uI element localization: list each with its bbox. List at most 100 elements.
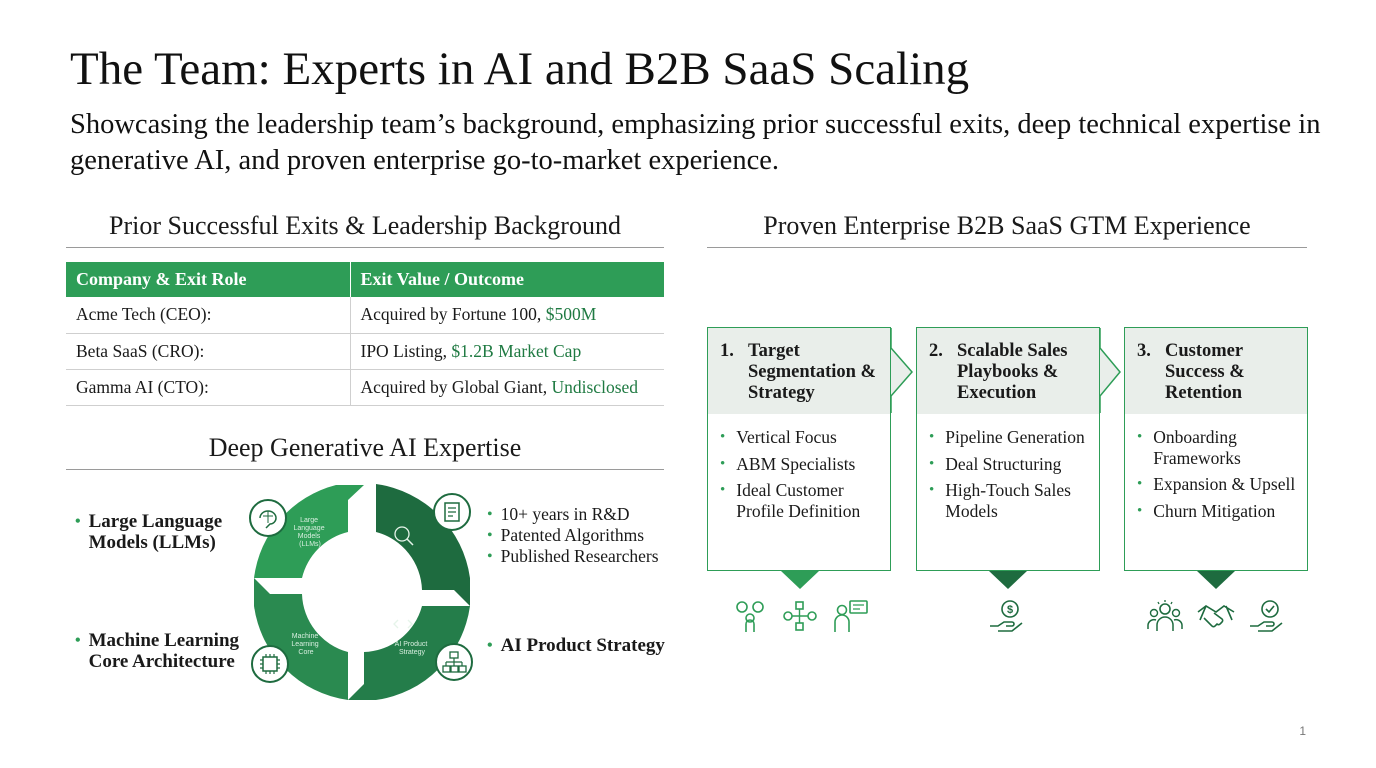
table-row: Gamma AI (CTO): Acquired by Global Giant… (66, 369, 664, 406)
gtm-stage-customer-success: 3. Customer Success & Retention • Onboard… (1124, 327, 1308, 571)
ai-chip-icon (251, 645, 289, 683)
down-pointer-3 (1197, 571, 1235, 589)
stage-title: Target Segmentation & Strategy (748, 341, 876, 403)
outcome-cell: Acquired by Global Giant, Undisclosed (350, 369, 664, 406)
list-item: • Patented Algorithms (487, 525, 687, 546)
presenter-icon (834, 600, 868, 632)
network-search-icon (394, 526, 414, 546)
stage-item-text: Ideal Customer Profile Definition (736, 480, 861, 521)
bullet-dot: • (1137, 429, 1143, 445)
bullet-dot: • (929, 482, 935, 498)
stage-header: 3. Customer Success & Retention (1125, 328, 1307, 414)
cycle-segment-bottom-right (348, 606, 470, 700)
cycle-segment-bottom-left (254, 578, 348, 700)
gtm-stage-sales-playbooks: 2. Scalable Sales Playbooks & Execution … (916, 327, 1100, 571)
bullet-dot: • (929, 455, 935, 472)
bullet-dot: • (75, 632, 81, 649)
company-cell: Beta SaaS (CRO): (66, 333, 351, 370)
table-row: Beta SaaS (CRO): IPO Listing, $1.2B Mark… (66, 333, 664, 370)
rd-points-list: • 10+ years in R&D • Patented Algorithms •… (487, 504, 687, 567)
bullet-dot: • (1137, 476, 1143, 492)
money-hand-icon: $ (990, 600, 1023, 632)
product-strategy-label: AI Product Strategy (500, 635, 665, 656)
outcome-highlight: $1.2B Market Cap (451, 340, 582, 361)
stage-item-text: Vertical Focus (736, 427, 837, 447)
outcome-text: Acquired by Fortune 100, (360, 304, 546, 325)
outcome-cell: IPO Listing, $1.2B Market Cap (350, 333, 664, 370)
bullet-dot: • (720, 429, 726, 445)
bullet-dot: • (1137, 502, 1143, 519)
outcome-cell: Acquired by Fortune 100, $500M (350, 297, 664, 334)
svg-text:$: $ (1007, 604, 1013, 616)
hierarchy-icon (435, 643, 473, 681)
rd-point-text: Published Researchers (500, 546, 659, 566)
column-header-outcome: Exit Value / Outcome (350, 262, 664, 297)
list-item: •High-Touch Sales Models (929, 480, 1091, 521)
outcome-text: Acquired by Global Giant, (360, 376, 552, 397)
outcome-highlight: Undisclosed (551, 376, 639, 397)
workflow-icon (783, 601, 817, 631)
arrow-right-2 (1099, 328, 1121, 413)
table-row: Acme Tech (CEO): Acquired by Fortune 100… (66, 297, 664, 334)
stage-item-text: Onboarding Frameworks (1153, 427, 1241, 468)
list-item: • Onboarding Frameworks (1137, 427, 1299, 468)
bullet-dot: • (487, 527, 493, 544)
stage-title: Scalable Sales Playbooks & Execution (957, 341, 1068, 403)
page-title: The Team: Experts in AI and B2B SaaS Sca… (70, 43, 970, 95)
exits-table: Company & Exit Role Exit Value / Outcome… (66, 262, 664, 406)
company-cell: Acme Tech (CEO): (66, 297, 351, 334)
llm-bullet: • Large Language Models (LLMs) (75, 511, 255, 553)
cycle-segment-top-left (254, 485, 364, 578)
stage-item-text: Deal Structuring (945, 453, 1062, 474)
stage-items: • Vertical Focus •ABM Specialists • Ideal … (708, 414, 890, 521)
stage-title: Customer Success & Retention (1165, 341, 1245, 403)
rd-point-text: 10+ years in R&D (500, 504, 630, 524)
ml-label: Machine Learning Core Architecture (88, 630, 240, 672)
exits-heading: Prior Successful Exits & Leadership Back… (66, 211, 664, 248)
bullet-dot: • (487, 637, 493, 654)
list-item: • 10+ years in R&D (487, 504, 687, 525)
list-item: • Expansion & Upsell (1137, 474, 1299, 495)
cycle-segment-top-right (376, 484, 470, 606)
brain-icon (249, 499, 287, 537)
rd-point-text: Patented Algorithms (500, 525, 645, 545)
segment-label-llm: Large Language Models (LLMs) (293, 517, 326, 548)
page-number: 1 (1299, 724, 1306, 738)
ai-heading: Deep Generative AI Expertise (66, 433, 664, 470)
llm-label: Large Language Models (LLMs) (88, 511, 223, 553)
page-subtitle: Showcasing the leadership team’s backgro… (70, 109, 1321, 176)
bullet-dot: • (720, 455, 726, 472)
team-icon (1147, 600, 1183, 631)
list-item: •Churn Mitigation (1137, 501, 1299, 522)
target-audience-icon (736, 601, 764, 632)
gtm-heading: Proven Enterprise B2B SaaS GTM Experienc… (707, 211, 1307, 248)
segment-label-product-strategy: AI Product Strategy (395, 641, 430, 656)
outcome-text: IPO Listing, (360, 340, 452, 361)
gtm-connectors (781, 328, 1235, 589)
stage-number: 1. (720, 341, 734, 361)
list-item: •ABM Specialists (720, 454, 882, 475)
outcome-highlight: $500M (545, 304, 597, 325)
bullet-dot: • (929, 429, 935, 445)
code-icon (393, 619, 413, 629)
stage-number: 3. (1137, 341, 1151, 361)
gtm-stage-target-segmentation: 1. Target Segmentation & Strategy • Verti… (707, 327, 891, 571)
bullet-dot: • (487, 548, 493, 565)
product-strategy-bullet: • AI Product Strategy (487, 635, 687, 656)
down-pointer-1 (781, 571, 819, 589)
document-icon (433, 493, 471, 531)
stage-number: 2. (929, 341, 943, 361)
ml-bullet: • Machine Learning Core Architecture (75, 630, 255, 672)
stage-items: •Pipeline Generation • Deal Structuring •… (917, 414, 1099, 521)
care-check-icon (1250, 600, 1283, 632)
ai-cycle-diagram: Large Language Models (LLMs) Machine Lea… (249, 484, 473, 700)
list-item: • Vertical Focus (720, 427, 882, 448)
bullet-dot: • (487, 506, 493, 523)
list-item: •Pipeline Generation (929, 427, 1091, 448)
company-cell: Gamma AI (CTO): (66, 369, 351, 406)
segment-label-ml: Machine Learning Core (291, 633, 320, 656)
bullet-dot: • (75, 513, 81, 530)
arrow-right-1 (890, 328, 913, 413)
column-header-company: Company & Exit Role (66, 262, 351, 297)
stage-item-text: Expansion & Upsell (1153, 474, 1296, 494)
